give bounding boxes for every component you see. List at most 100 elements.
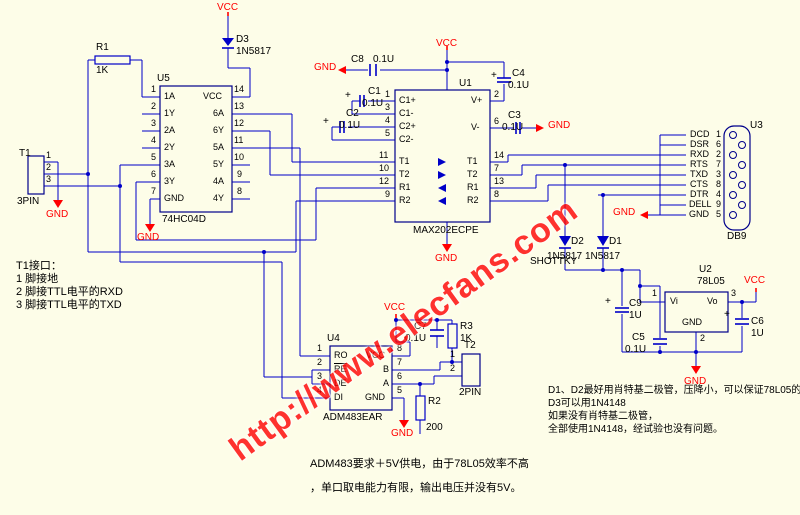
- u1-body: [394, 89, 491, 223]
- vcc-u2-label: VCC: [744, 275, 766, 286]
- note-t1-line1: 1 脚接地: [16, 273, 59, 285]
- c4-value: 0.1U: [508, 80, 530, 91]
- t2-designator: T2: [464, 340, 476, 351]
- u2-designator: U2: [699, 264, 712, 275]
- gnd-arrow-c3-icon: [536, 124, 544, 132]
- u5-pin-num-13: 13: [234, 101, 245, 111]
- u5-pin-name-3a: 3A: [164, 159, 176, 169]
- u5-pin-num-12: 12: [234, 118, 245, 128]
- u5-pin-num-14: 14: [234, 84, 245, 94]
- d1-designator: D1: [609, 236, 622, 247]
- c1-designator: C1: [368, 86, 381, 97]
- t1-pin-num-1: 1: [46, 150, 52, 160]
- u1-pin-name-vplus: V+: [471, 95, 483, 105]
- t1-part: 3PIN: [17, 196, 40, 207]
- note-diode-line3: 如果没有肖特基二极管，: [548, 411, 658, 422]
- u2-pin-name-vi: Vi: [670, 296, 678, 306]
- vcc-u1-label: VCC: [436, 38, 458, 49]
- gnd-u1-label: GND: [435, 253, 458, 264]
- note-adm-line1: ADM483要求＋5V供电，由于78L05效率不高: [310, 458, 529, 470]
- gnd-arrow-u4-icon: [399, 420, 409, 428]
- gnd-c3-label: GND: [548, 120, 571, 131]
- u1-pin-name-t1-left: T1: [399, 156, 410, 166]
- r2-resistor-body: [415, 395, 426, 421]
- d1-diode-icon: [597, 236, 609, 246]
- t2-pin-num-2: 2: [450, 363, 456, 373]
- gnd-arrow-u1-icon: [442, 244, 452, 252]
- c1-value: 0.1U: [362, 98, 384, 109]
- u5-pin-name-gnd: GND: [164, 193, 184, 203]
- c6-plus: +: [724, 309, 730, 320]
- u2-pin-name-vo: Vo: [707, 296, 718, 306]
- d3-diode-icon: [222, 38, 234, 46]
- gnd-arrow-u2-icon: [691, 366, 701, 374]
- r1-value: 1K: [96, 65, 109, 76]
- c9-designator: C9: [629, 298, 642, 309]
- r3-designator: R3: [460, 321, 473, 332]
- u1-pin-name-c2m: C2-: [399, 134, 414, 144]
- r1-resistor-body: [94, 55, 131, 65]
- c3-designator: C3: [508, 110, 521, 121]
- u5-body: [159, 85, 233, 213]
- note-t1-line3: 3 脚接TTL电平的TXD: [16, 299, 122, 311]
- u4-pin-name-di: DI: [334, 392, 343, 402]
- component-bodies: [27, 85, 751, 411]
- db9-pin-num-3: 3: [716, 169, 722, 179]
- d2-designator: D2: [571, 236, 584, 247]
- u4-pin-num-6: 6: [397, 371, 403, 381]
- r2-value: 200: [426, 422, 443, 433]
- u5-pin-num-8: 8: [237, 186, 243, 196]
- gnd-arrow-db9-icon: [640, 211, 648, 219]
- db9-pin-num-5: 5: [716, 209, 722, 219]
- db9-pin-num-2: 2: [716, 149, 722, 159]
- r2-designator: R2: [428, 396, 441, 407]
- u2-pin-num-2: 2: [700, 333, 706, 343]
- u5-pin-name-1y: 1Y: [164, 108, 176, 118]
- u3-designator: U3: [750, 120, 763, 131]
- db9-pin-num-4: 4: [716, 189, 722, 199]
- c2-designator: C2: [346, 108, 359, 119]
- c5-value: 0.1U: [625, 344, 647, 355]
- u1-pin-num-13: 13: [494, 176, 505, 186]
- u5-designator: U5: [157, 73, 170, 84]
- u1-pin-num-12: 12: [379, 176, 390, 186]
- gnd-arrow-u5-icon: [145, 224, 155, 232]
- u1-pin-name-t2-left: T2: [399, 169, 410, 179]
- db9-pin-name-dsr: DSR: [690, 139, 710, 149]
- u1-part: MAX202ECPE: [413, 225, 479, 236]
- u1-pin-num-8: 8: [494, 189, 500, 199]
- u1-pin-name-r1-right: R1: [467, 182, 479, 192]
- u1-pin-name-r2-left: R2: [399, 195, 411, 205]
- u1-r2-arrow-icon: [438, 197, 446, 205]
- db9-pin-name-rts: RTS: [690, 159, 708, 169]
- u1-designator: U1: [459, 78, 472, 89]
- d3-designator: D3: [236, 34, 249, 45]
- db9-pin-num-6: 6: [716, 139, 722, 149]
- t1-pin-num-3: 3: [46, 174, 52, 184]
- db9-pin-num-7: 7: [716, 159, 722, 169]
- db9-pin-name-rxd: RXD: [690, 149, 710, 159]
- t1-pin-num-2: 2: [46, 162, 52, 172]
- c3-value: 0.1U: [502, 122, 524, 133]
- d2-diode-icon: [559, 236, 571, 246]
- gnd-u5-label: GND: [137, 232, 160, 243]
- c7-designator: C7: [414, 321, 427, 332]
- u4-pin-num-5: 5: [397, 385, 403, 395]
- vcc-d3-label: VCC: [217, 2, 239, 13]
- t2-pin-num-1: 1: [450, 349, 456, 359]
- db9-pin-num-8: 8: [716, 179, 722, 189]
- u2-part: 78L05: [697, 276, 725, 287]
- t2-connector-body: [461, 353, 481, 387]
- c6-designator: C6: [751, 316, 764, 327]
- u1-pin-name-r2-right: R2: [467, 195, 479, 205]
- c6-value: 1U: [751, 328, 764, 339]
- db9-pin-name-dtr: DTR: [690, 189, 709, 199]
- u5-pin-num-5: 5: [151, 152, 157, 162]
- u1-t1-arrow-icon: [438, 158, 446, 166]
- c4-designator: C4: [512, 68, 525, 79]
- u1-pin-num-9: 9: [385, 189, 391, 199]
- note-t1-title: T1接口：: [16, 260, 62, 272]
- u1-pin-num-10: 10: [379, 163, 390, 173]
- u4-pin-name-vcc: VCC: [366, 350, 386, 360]
- u5-part: 74HC04D: [162, 214, 206, 225]
